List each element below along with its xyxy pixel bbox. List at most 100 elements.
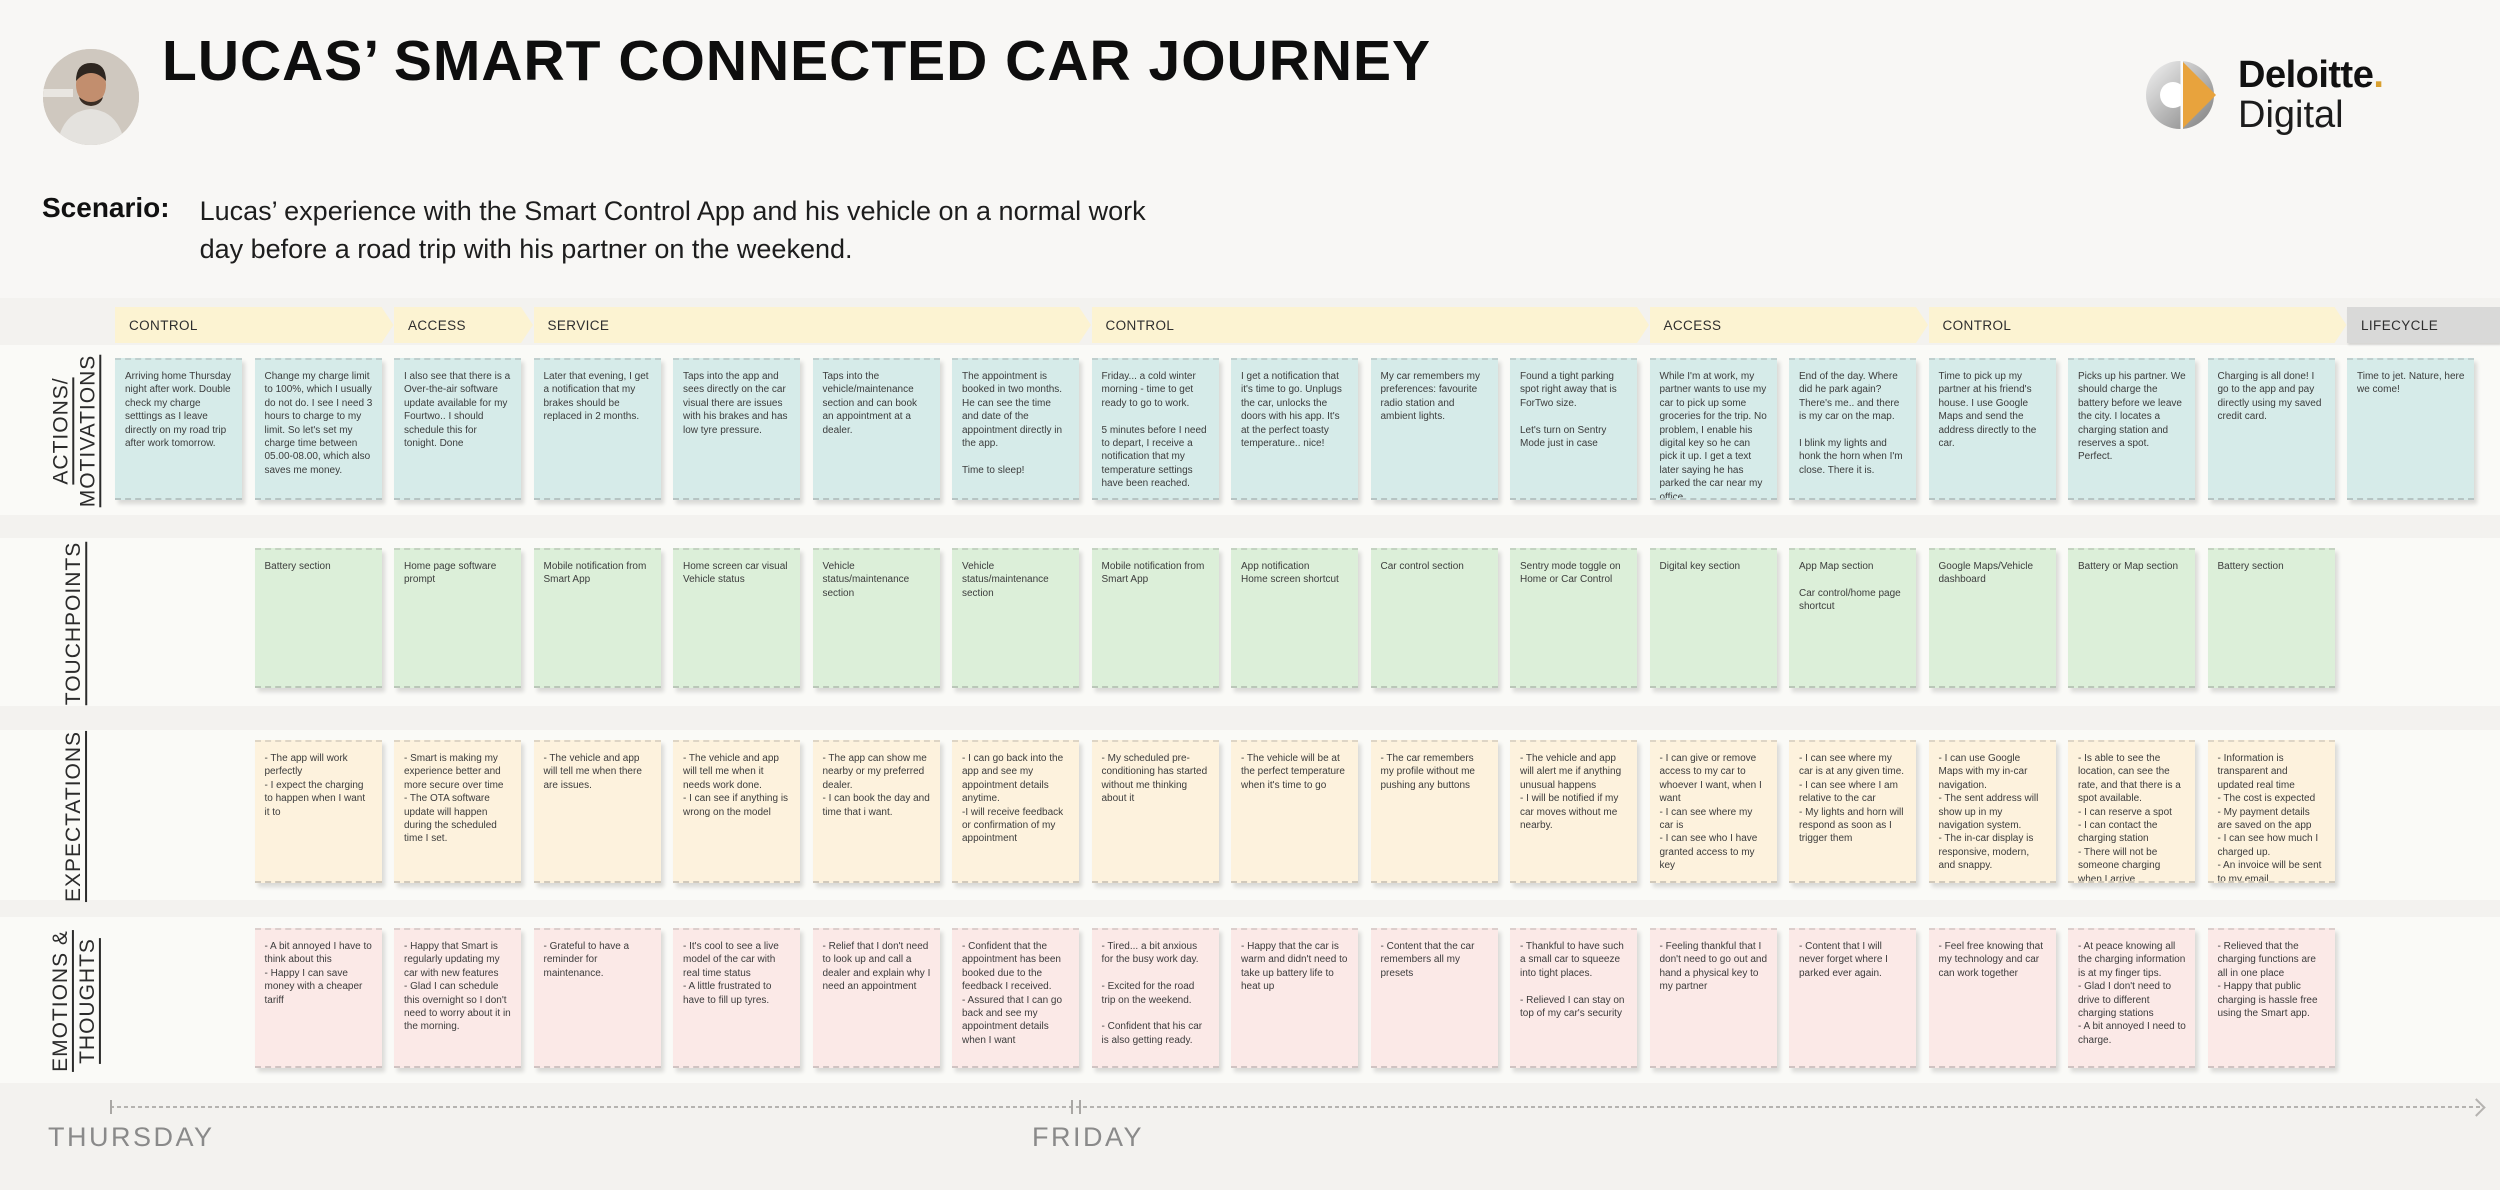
expectation-note-col11: - The vehicle and app will alert me if a… xyxy=(1510,740,1637,883)
timeline-day-friday: FRIDAY xyxy=(1032,1122,1145,1152)
brand-name-text: Deloitte xyxy=(2238,54,2374,96)
avatar xyxy=(43,49,139,145)
touchpoint-note-col12: Digital key section xyxy=(1649,548,1777,688)
action-note-col10: My car remembers my preferences: favouri… xyxy=(1370,358,1498,500)
emotion-note-col10: - Content that the car remembers all my … xyxy=(1370,928,1498,1068)
touchpoint-note-col3: Home page software prompt xyxy=(394,548,521,688)
phase-access-2: ACCESS xyxy=(394,307,533,343)
expectation-note-col7: - I can go back into the app and see my … xyxy=(952,740,1079,883)
touchpoint-note-col15: Battery or Map section xyxy=(2068,548,2195,688)
page-title: LUCAS’ SMART CONNECTED CAR JOURNEY xyxy=(162,29,1432,93)
touchpoint-note-col7: Vehicle status/maintenance section xyxy=(952,548,1079,688)
emotion-note-col4: - Grateful to have a reminder for mainte… xyxy=(533,928,661,1068)
row-label-expectations: EXPECTATIONS xyxy=(14,730,134,901)
touchpoint-note-col6: Vehicle status/maintenance section xyxy=(812,548,940,688)
action-note-col2: Change my charge limit to 100%, which I … xyxy=(254,358,382,500)
emotion-note-col7: - Confident that the appointment has bee… xyxy=(952,928,1079,1068)
row-label-line: ACTIONS/ xyxy=(49,377,72,485)
emotion-note-col12: - Feeling thankful that I don't need to … xyxy=(1649,928,1777,1068)
expectation-note-col3: - Smart is making my experience better a… xyxy=(394,740,521,883)
phase-control-4: CONTROL xyxy=(1092,307,1650,343)
action-note-col9: I get a notification that it's time to g… xyxy=(1231,358,1358,500)
expectation-note-col2: - The app will work perfectly - I expect… xyxy=(254,740,382,883)
phase-label: CONTROL xyxy=(129,317,198,333)
emotion-note-col11: - Thankful to have such a small car to s… xyxy=(1510,928,1637,1068)
emotion-note-col15: - At peace knowing all the charging info… xyxy=(2068,928,2195,1068)
touchpoint-note-col16: Battery section xyxy=(2207,548,2335,688)
touchpoint-note-col2: Battery section xyxy=(254,548,382,688)
emotion-note-col3: - Happy that Smart is regularly updating… xyxy=(394,928,521,1068)
action-note-col7: The appointment is booked in two months.… xyxy=(952,358,1079,500)
emotion-note-col5: - It's cool to see a live model of the c… xyxy=(673,928,800,1068)
action-note-col5: Taps into the app and sees directly on t… xyxy=(673,358,800,500)
scenario-label: Scenario: xyxy=(42,192,170,223)
row-label-line: TOUCHPOINTS xyxy=(62,541,86,705)
phase-label: ACCESS xyxy=(408,317,466,333)
touchpoint-note-col9: App notification Home screen shortcut xyxy=(1231,548,1358,688)
action-note-col3: I also see that there is a Over-the-air … xyxy=(394,358,521,500)
phase-service-3: SERVICE xyxy=(534,307,1092,343)
emotion-note-col14: - Feel free knowing that my technology a… xyxy=(1928,928,2056,1068)
emotion-note-col13: - Content that I will never forget where… xyxy=(1789,928,1916,1068)
touchpoint-note-col5: Home screen car visual Vehicle status xyxy=(673,548,800,688)
phase-label: CONTROL xyxy=(1105,317,1175,333)
phase-label: LIFECYCLE xyxy=(2361,317,2439,333)
touchpoint-note-col11: Sentry mode toggle on Home or Car Contro… xyxy=(1510,548,1637,688)
emotion-note-col8: - Tired... a bit anxious for the busy wo… xyxy=(1091,928,1219,1068)
action-note-col15: Picks up his partner. We should charge t… xyxy=(2068,358,2195,500)
timeline-tick xyxy=(1071,1100,1073,1114)
phase-control-1: CONTROL xyxy=(115,307,394,343)
action-note-col6: Taps into the vehicle/maintenance sectio… xyxy=(812,358,940,500)
phase-label: SERVICE xyxy=(547,317,610,333)
touchpoint-note-col8: Mobile notification from Smart App xyxy=(1091,548,1219,688)
row-label-touchpoints: TOUCHPOINTS xyxy=(14,541,134,705)
row-label-line: EMOTIONS & xyxy=(49,930,73,1072)
expectation-note-col14: - I can use Google Maps with my in-car n… xyxy=(1928,740,2056,883)
expectation-note-col6: - The app can show me nearby or my prefe… xyxy=(812,740,940,883)
row-label-line: MOTIVATIONS xyxy=(76,354,99,508)
expectation-note-col5: - The vehicle and app will tell me when … xyxy=(673,740,800,883)
action-note-col1: Arriving home Thursday night after work.… xyxy=(115,358,242,500)
phase-lifecycle-7: LIFECYCLE xyxy=(2347,307,2500,343)
emotion-note-col6: - Relief that I don't need to look up an… xyxy=(812,928,940,1068)
action-note-col13: End of the day. Where did he park again?… xyxy=(1789,358,1916,500)
timeline-tick xyxy=(1079,1100,1081,1114)
phase-label: CONTROL xyxy=(1942,317,2012,333)
brand-dot: . xyxy=(2373,54,2384,96)
touchpoint-note-col13: App Map section Car control/home page sh… xyxy=(1789,548,1916,688)
action-note-col12: While I'm at work, my partner wants to u… xyxy=(1649,358,1777,500)
action-note-col14: Time to pick up my partner at his friend… xyxy=(1928,358,2056,500)
row-label-line: THOUGHTS xyxy=(76,938,100,1064)
brand-subname: Digital xyxy=(2238,94,2344,136)
emotion-note-col16: - Relieved that the charging functions a… xyxy=(2207,928,2335,1068)
scenario-block: Scenario: Lucas’ experience with the Sma… xyxy=(42,192,1146,268)
expectation-note-col15: - Is able to see the location, can see t… xyxy=(2068,740,2195,883)
row-label-line: EXPECTATIONS xyxy=(62,730,86,902)
brand-name: Deloitte. xyxy=(2238,54,2384,96)
touchpoint-note-col14: Google Maps/Vehicle dashboard xyxy=(1928,548,2056,688)
expectation-note-col8: - My scheduled pre-conditioning has star… xyxy=(1091,740,1219,883)
header-band xyxy=(0,0,2500,298)
timeline-arrow-icon xyxy=(2467,1098,2486,1117)
touchpoint-note-col4: Mobile notification from Smart App xyxy=(533,548,661,688)
expectation-note-col16: - Information is transparent and updated… xyxy=(2207,740,2335,883)
brand-logo: Deloitte. Digital xyxy=(2144,54,2384,136)
expectation-note-col4: - The vehicle and app will tell me when … xyxy=(533,740,661,883)
timeline-day-thursday: THURSDAY xyxy=(48,1122,215,1152)
deloitte-digital-mark-icon xyxy=(2146,61,2216,129)
emotion-note-col2: - A bit annoyed I have to think about th… xyxy=(254,928,382,1068)
emotion-note-col9: - Happy that the car is warm and didn't … xyxy=(1231,928,1358,1068)
action-note-col17: Time to jet. Nature, here we come! xyxy=(2347,358,2474,500)
phase-label: ACCESS xyxy=(1663,317,1722,333)
scenario-text: Lucas’ experience with the Smart Control… xyxy=(199,196,1146,264)
row-label-emotions-thoughts: EMOTIONS &THOUGHTS xyxy=(14,922,134,1080)
expectation-note-col9: - The vehicle will be at the perfect tem… xyxy=(1231,740,1358,883)
persona-photo-icon xyxy=(43,49,139,145)
action-note-col8: Friday... a cold winter morning - time t… xyxy=(1091,358,1219,500)
expectation-note-col10: - The car remembers my profile without m… xyxy=(1370,740,1498,883)
action-note-col4: Later that evening, I get a notification… xyxy=(533,358,661,500)
expectation-note-col13: - I can see where my car is at any given… xyxy=(1789,740,1916,883)
timeline-line xyxy=(110,1106,2482,1108)
expectation-note-col12: - I can give or remove access to my car … xyxy=(1649,740,1777,883)
touchpoint-note-col10: Car control section xyxy=(1370,548,1498,688)
